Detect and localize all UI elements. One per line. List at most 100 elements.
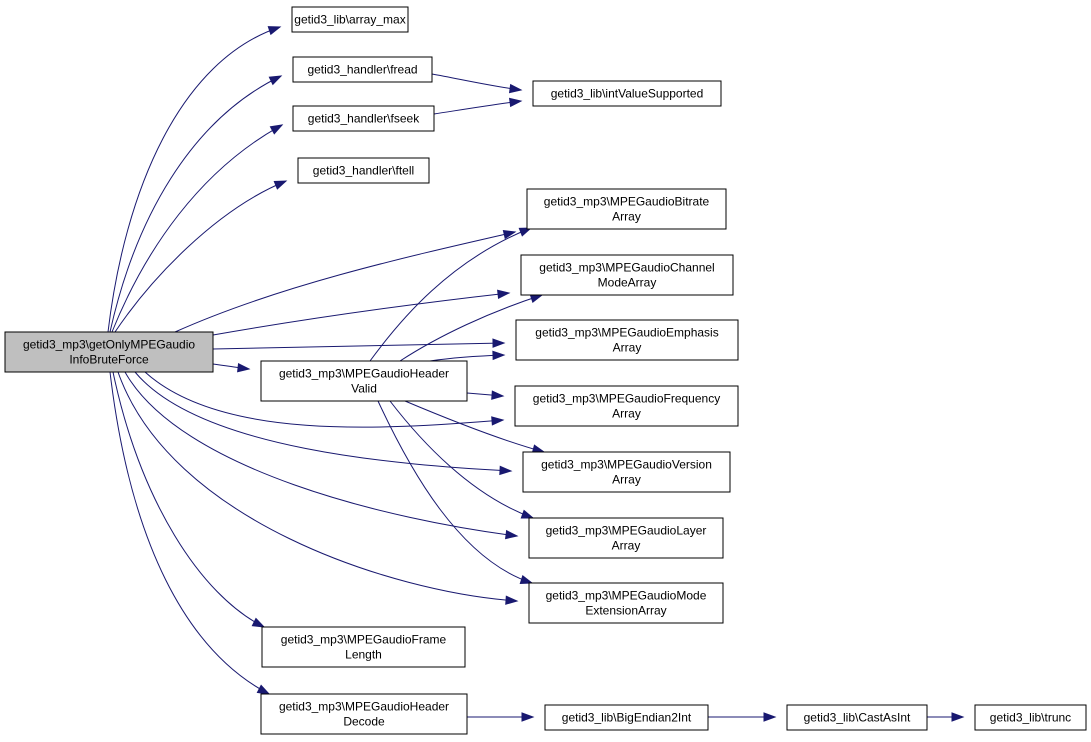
arrowhead [256, 684, 271, 695]
edge-headerValid-to-layerArray [389, 400, 535, 519]
arrowhead [497, 289, 511, 299]
node-label-line: Array [612, 473, 641, 487]
arrowhead [499, 465, 513, 476]
edge-line [389, 400, 534, 519]
node-label-line: getid3_lib\array_max [294, 13, 405, 27]
edge-root-to-channelModeArray [212, 289, 511, 336]
node-trunc[interactable]: getid3_lib\trunc [974, 704, 1087, 731]
edges-layer [107, 26, 965, 722]
edge-bigEndian2Int-to-castAsInt [707, 712, 777, 722]
arrowhead [518, 227, 533, 237]
node-label-line: Decode [343, 715, 385, 729]
node-intValueSupported[interactable]: getid3_lib\intValueSupported [532, 80, 722, 107]
node-root[interactable]: getid3_mp3\getOnlyMPEGaudioInfoBruteForc… [4, 331, 214, 373]
edge-root-to-modeExtensionArray [117, 371, 519, 605]
edge-root-to-versionArray [134, 371, 513, 476]
node-label-line: getid3_mp3\MPEGaudioVersion [541, 458, 712, 472]
edge-root-to-layerArray [124, 371, 519, 540]
node-label-line: getid3_mp3\MPEGaudioMode [546, 589, 707, 603]
node-label-line: Array [612, 210, 641, 224]
arrowhead [267, 26, 282, 36]
edge-root-to-fseek [111, 124, 284, 333]
node-castAsInt[interactable]: getid3_lib\CastAsInt [786, 704, 928, 731]
node-label-line: getid3_handler\fread [307, 63, 417, 77]
node-box [292, 56, 433, 83]
edge-line [377, 400, 533, 584]
edge-line [109, 371, 270, 695]
edge-headerValid-to-modeExtensionArray [377, 400, 534, 584]
node-bigEndian2Int[interactable]: getid3_lib\BigEndian2Int [544, 704, 709, 731]
edge-root-to-fread [109, 75, 283, 333]
node-box [974, 704, 1087, 731]
node-fread[interactable]: getid3_handler\fread [292, 56, 433, 83]
arrowhead [951, 712, 965, 722]
node-box [292, 105, 435, 132]
edge-line [399, 294, 543, 362]
node-label-line: getid3_handler\fseek [308, 112, 420, 126]
node-box [291, 6, 409, 33]
node-box [522, 451, 731, 493]
edge-line [174, 231, 516, 333]
node-array_max[interactable]: getid3_lib\array_max [291, 6, 409, 33]
node-label-line: getid3_mp3\MPEGaudioFrame [281, 633, 447, 647]
node-label-line: Array [613, 341, 642, 355]
arrowhead [521, 712, 535, 722]
arrowhead [763, 712, 777, 722]
node-label-line: getid3_lib\intValueSupported [551, 87, 704, 101]
edge-root-to-ftell [114, 180, 288, 333]
node-fseek[interactable]: getid3_handler\fseek [292, 105, 435, 132]
node-box [514, 385, 739, 427]
node-box [297, 157, 430, 184]
node-box [4, 331, 214, 373]
arrowhead [492, 350, 506, 361]
arrowhead [520, 509, 535, 519]
edge-line [124, 371, 518, 537]
node-ftell[interactable]: getid3_handler\ftell [297, 157, 430, 184]
arrowhead [273, 180, 288, 190]
node-label-line: Array [612, 407, 641, 421]
node-label-line: getid3_lib\trunc [990, 711, 1071, 725]
edge-line [109, 75, 282, 333]
node-box [515, 319, 739, 361]
edge-line [212, 292, 510, 336]
node-box [528, 582, 724, 624]
arrowhead [251, 617, 266, 628]
node-label-line: Length [345, 648, 382, 662]
arrowhead [492, 338, 506, 348]
node-label-line: getid3_handler\ftell [313, 164, 414, 178]
node-label-line: getid3_lib\BigEndian2Int [562, 711, 692, 725]
edge-line [107, 26, 281, 333]
edge-line [369, 227, 532, 362]
node-box [260, 360, 468, 402]
edge-line [134, 371, 512, 472]
arrowhead [237, 363, 251, 373]
arrowhead [529, 294, 544, 304]
node-label-line: ExtensionArray [585, 604, 666, 618]
edge-fread-to-intValueSupported [431, 73, 523, 94]
arrowhead [269, 124, 284, 135]
edge-line [112, 371, 265, 628]
node-label-line: Valid [351, 382, 377, 396]
arrowhead [508, 83, 523, 94]
edge-fseek-to-intValueSupported [433, 97, 523, 115]
arrowhead [502, 229, 517, 240]
node-box [528, 517, 724, 559]
edge-line [212, 342, 505, 350]
edge-headerValid-to-frequencyArray [466, 390, 505, 400]
edge-line [433, 100, 522, 115]
node-label-line: getid3_lib\CastAsInt [804, 711, 911, 725]
node-label-line: ModeArray [598, 276, 657, 290]
edge-line [114, 180, 287, 333]
edge-line [111, 124, 283, 333]
